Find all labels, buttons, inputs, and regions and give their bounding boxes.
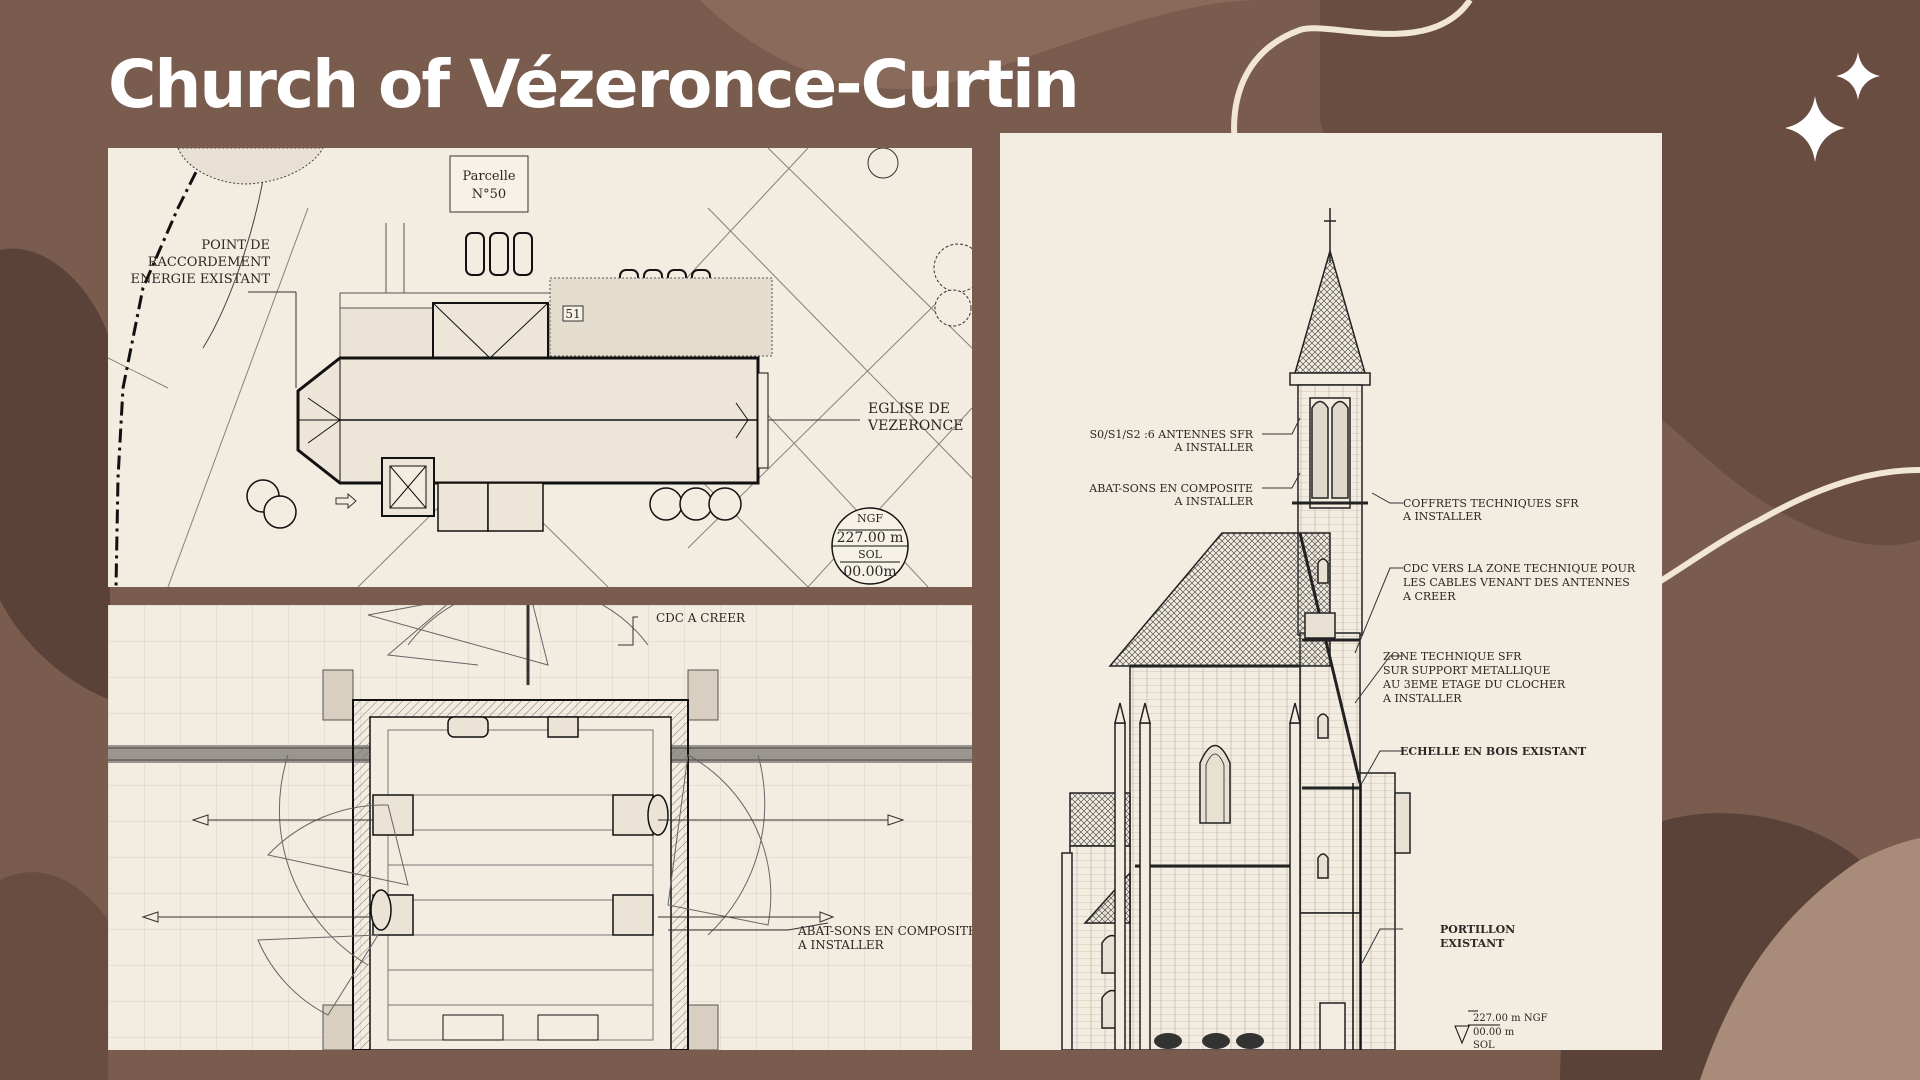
sparkle-icon <box>1836 52 1880 100</box>
cdc-label: CDC A CREER <box>656 611 746 625</box>
ngf-value: 227.00 m <box>837 530 904 546</box>
church-label-line-1: EGLISE DE <box>868 401 950 417</box>
energy-label-line-2: RACCORDEMENT <box>148 255 271 270</box>
abat-sons-label-line-1: ABAT-SONS EN COMPOSITE <box>797 924 972 938</box>
sol-value: 00.00m <box>843 564 896 580</box>
portillon-label-line-2: EXISTANT <box>1440 937 1505 950</box>
shrubs <box>1154 1033 1264 1049</box>
energy-label-line-3: ENERGIE EXISTANT <box>131 272 271 287</box>
lot-number: 51 <box>565 307 580 321</box>
tree-canopy <box>177 148 324 185</box>
level-m: 00.00 m <box>1473 1027 1515 1038</box>
energy-label-line-1: POINT DE <box>201 238 270 253</box>
cdc-label-line-1: CDC VERS LA ZONE TECHNIQUE POUR <box>1403 562 1636 575</box>
top-blob-shape <box>700 0 1260 89</box>
ngf-level-marker: NGF 227.00 m SOL 00.00m <box>831 507 909 585</box>
bells <box>370 716 669 936</box>
zone-technique-label-line-2: SUR SUPPORT METALLIQUE <box>1383 664 1550 677</box>
portillon-label-line-1: PORTILLON <box>1440 923 1515 936</box>
elevation-panel: S0/S1/S2 :6 ANTENNES SFR A INSTALLER ABA… <box>1000 133 1662 1050</box>
site-plan-panel: Parcelle N°50 51 <box>108 148 972 587</box>
tower-plan-panel: CDC A CREER ABAT-SONS EN COMPOSITE A INS… <box>108 605 972 1050</box>
ladder-label: ECHELLE EN BOIS EXISTANT <box>1400 745 1587 758</box>
coffrets-label-line-2: A INSTALLER <box>1402 510 1482 523</box>
left-dark-shape <box>0 248 110 700</box>
antennas-label-line-1: S0/S1/S2 :6 ANTENNES SFR <box>1090 428 1254 441</box>
trees <box>246 479 742 529</box>
zone-technique-label-line-3: AU 3EME ETAGE DU CLOCHER <box>1382 678 1566 691</box>
abat-sons-label-line-2: A INSTALLER <box>1173 495 1253 508</box>
abat-sons-label-line-1: ABAT-SONS EN COMPOSITE <box>1088 482 1253 495</box>
cdc-label-line-3: A CREER <box>1402 590 1456 603</box>
page-title: Church of Vézeronce-Curtin <box>108 46 1080 123</box>
church-footprint <box>296 302 769 532</box>
ladder <box>1352 783 1362 1050</box>
level-marker: 227.00 m NGF 00.00 m SOL <box>1454 1010 1548 1050</box>
church-elevation <box>1061 208 1411 1050</box>
abat-sons-label-line-2: A INSTALLER <box>797 938 885 952</box>
sparkle-icon <box>1785 96 1845 162</box>
ngf-label: NGF <box>857 512 883 525</box>
level-ngf: 227.00 m NGF <box>1473 1013 1548 1024</box>
zone-technique-label-line-1: ZONE TECHNIQUE SFR <box>1383 650 1522 663</box>
antennas-label-line-2: A INSTALLER <box>1173 441 1253 454</box>
energy-line <box>114 148 210 587</box>
cdc-label-line-2: LES CABLES VENANT DES ANTENNES <box>1403 576 1630 589</box>
tower-plan-drawing: CDC A CREER ABAT-SONS EN COMPOSITE A INS… <box>108 605 972 1050</box>
left-bottom-shape <box>0 872 108 1080</box>
sol-label: SOL <box>858 548 883 561</box>
site-plan-drawing: Parcelle N°50 51 <box>108 148 972 587</box>
bottom-right-light-shape <box>1660 838 1920 1080</box>
elevation-drawing: S0/S1/S2 :6 ANTENNES SFR A INSTALLER ABA… <box>1061 208 1636 1050</box>
level-sol: SOL <box>1473 1040 1495 1050</box>
zone-technique-label-line-4: A INSTALLER <box>1382 692 1462 705</box>
church-label-line-2: VEZERONCE <box>867 418 963 434</box>
parcel-label: Parcelle <box>462 169 515 184</box>
parcel-number: N°50 <box>472 187 506 202</box>
coffrets-label-line-1: COFFRETS TECHNIQUES SFR <box>1403 497 1579 510</box>
